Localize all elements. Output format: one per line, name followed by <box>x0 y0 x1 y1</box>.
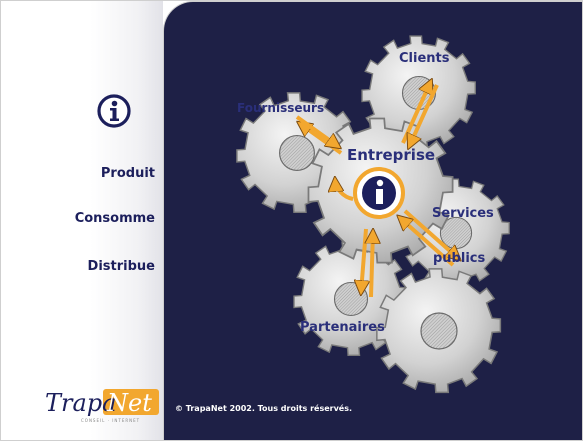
arrow-to-services <box>403 209 459 259</box>
sidebar-item-produit[interactable]: Produit <box>100 166 155 181</box>
arrow-from-clients <box>409 84 439 147</box>
arrow-from-fournisseurs <box>295 115 339 147</box>
node-label-services: Services <box>432 206 494 221</box>
arrow-from-partenaires <box>371 231 373 298</box>
trapanet-logo: Trapa Net CONSEIL · INTERNET <box>45 389 159 423</box>
node-label-publics: publics <box>433 251 486 266</box>
center-label-entreprise: Entreprise <box>347 146 436 164</box>
node-label-fournisseurs: Fournisseurs <box>237 101 325 115</box>
svg-text:Net: Net <box>106 389 152 417</box>
copyright-text: © TrapaNet 2002. Tous droits réservés. <box>175 404 353 413</box>
sidebar: Produit Consomme Distribue Trapa Net CON… <box>1 1 163 440</box>
center-info-icon <box>353 167 405 219</box>
info-circle-icon <box>97 94 131 128</box>
arrow-from-services <box>399 217 455 267</box>
node-label-partenaires: Partenaires <box>300 320 385 335</box>
node-label-clients: Clients <box>399 51 450 66</box>
sidebar-item-distribue[interactable]: Distribue <box>87 259 155 274</box>
sidebar-item-consomme[interactable]: Consomme <box>74 211 155 226</box>
arrow-loop <box>335 179 354 201</box>
svg-text:CONSEIL · INTERNET: CONSEIL · INTERNET <box>81 418 140 423</box>
svg-text:Trapa: Trapa <box>45 389 116 417</box>
